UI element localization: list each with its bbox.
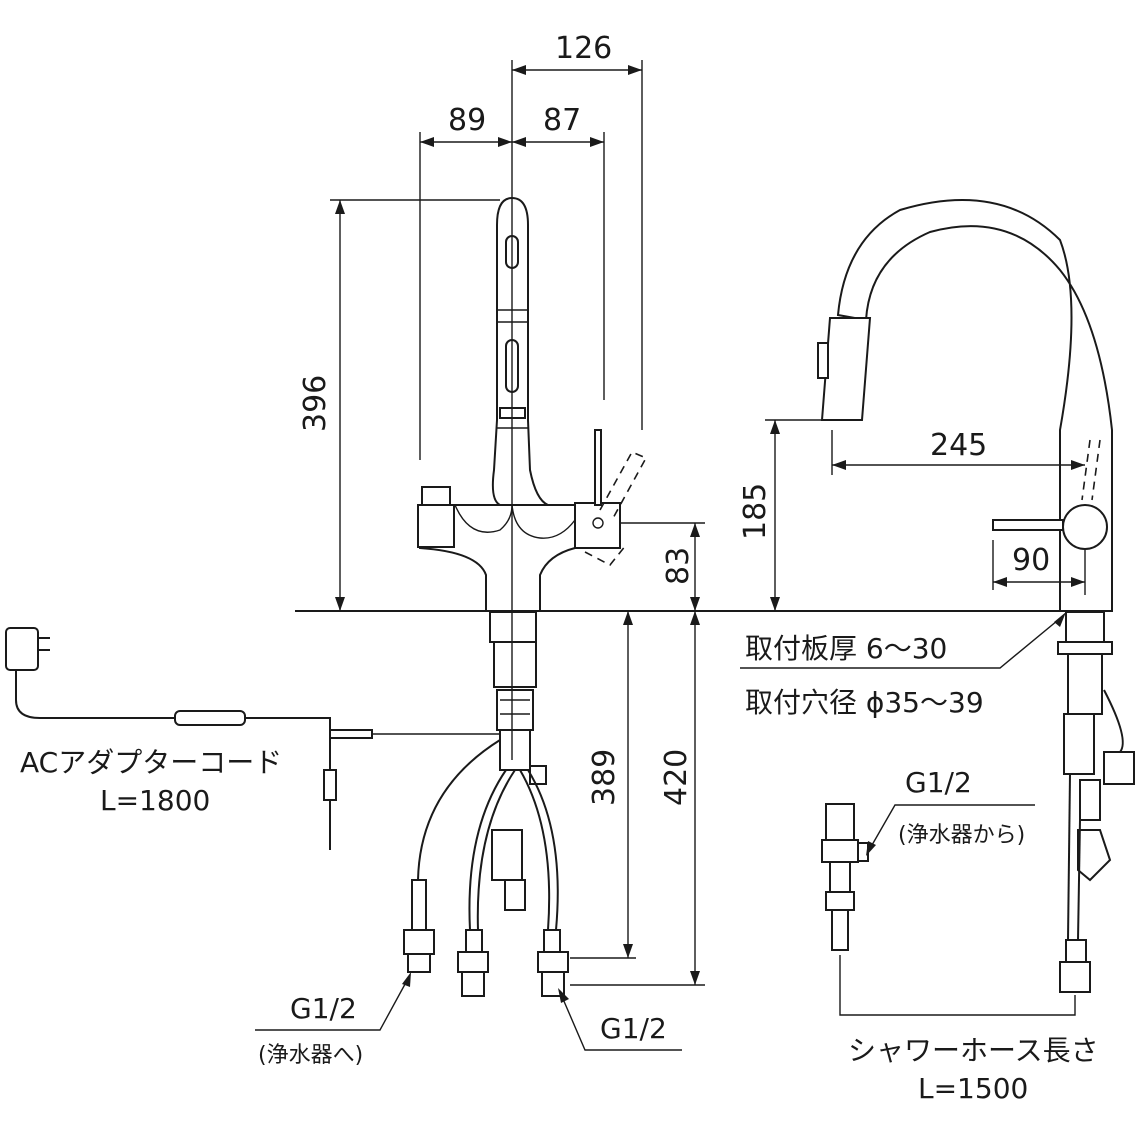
- ac-adapter: [5, 627, 500, 850]
- from-purifier-label: (浄水器から): [898, 823, 1025, 848]
- side-view-faucet: [817, 199, 1135, 993]
- spray-head: [820, 317, 872, 421]
- side-lever-hub: [1062, 504, 1108, 550]
- purifier-connector-nut: [403, 929, 435, 955]
- dim-185: 185: [738, 483, 773, 540]
- dim-245: 245: [930, 428, 987, 463]
- g-right-leader: [867, 804, 1035, 853]
- dim-396: 396: [298, 375, 333, 432]
- mount-hole-label: 取付穴径 ϕ35～39: [745, 686, 984, 719]
- purifier-hose-end: [831, 909, 849, 951]
- g-center-label: G1/2: [600, 1012, 667, 1045]
- dim-126: 126: [555, 31, 612, 66]
- g-left-label: G1/2: [290, 992, 357, 1025]
- shower-hose-length-bracket: [839, 955, 1076, 1016]
- g-left-leader: [255, 974, 411, 1031]
- shower-length-label: L=1500: [918, 1072, 1028, 1105]
- dim-90: 90: [1012, 543, 1050, 578]
- dim-389: 389: [587, 749, 622, 806]
- faucet-spout-column: [491, 196, 549, 506]
- g-center-leader: [559, 991, 682, 1051]
- ac-cord-label: ACアダプターコード: [20, 746, 282, 779]
- lever-alt-position: [599, 450, 648, 521]
- ac-adapter-body: [5, 627, 39, 671]
- lever-handle-block: [574, 502, 621, 549]
- side-supply-nut: [1059, 961, 1091, 993]
- ac-length-label: L=1800: [100, 784, 210, 817]
- dim-420: 420: [659, 749, 694, 806]
- dim-87: 87: [543, 103, 581, 138]
- mount-leader: [740, 615, 1064, 669]
- shower-hose-label: シャワーホース長さ: [848, 1034, 1099, 1067]
- dim-89: 89: [448, 103, 486, 138]
- side-lever: [992, 519, 1064, 531]
- front-view-faucet: [403, 60, 648, 997]
- to-purifier-label: (浄水器へ): [258, 1043, 363, 1068]
- supply-nut-left: [457, 951, 489, 973]
- lever-handle: [594, 429, 602, 506]
- supply-nut-right: [537, 951, 569, 973]
- g-right-label: G1/2: [905, 766, 972, 799]
- purifier-fitting: [821, 803, 1076, 1016]
- hose-to-purifier: [417, 739, 501, 881]
- dim-83: 83: [661, 547, 696, 585]
- mount-thickness-label: 取付板厚 6～30: [745, 632, 947, 665]
- gooseneck-spout: [836, 199, 1113, 612]
- diverter-block: [1103, 751, 1135, 785]
